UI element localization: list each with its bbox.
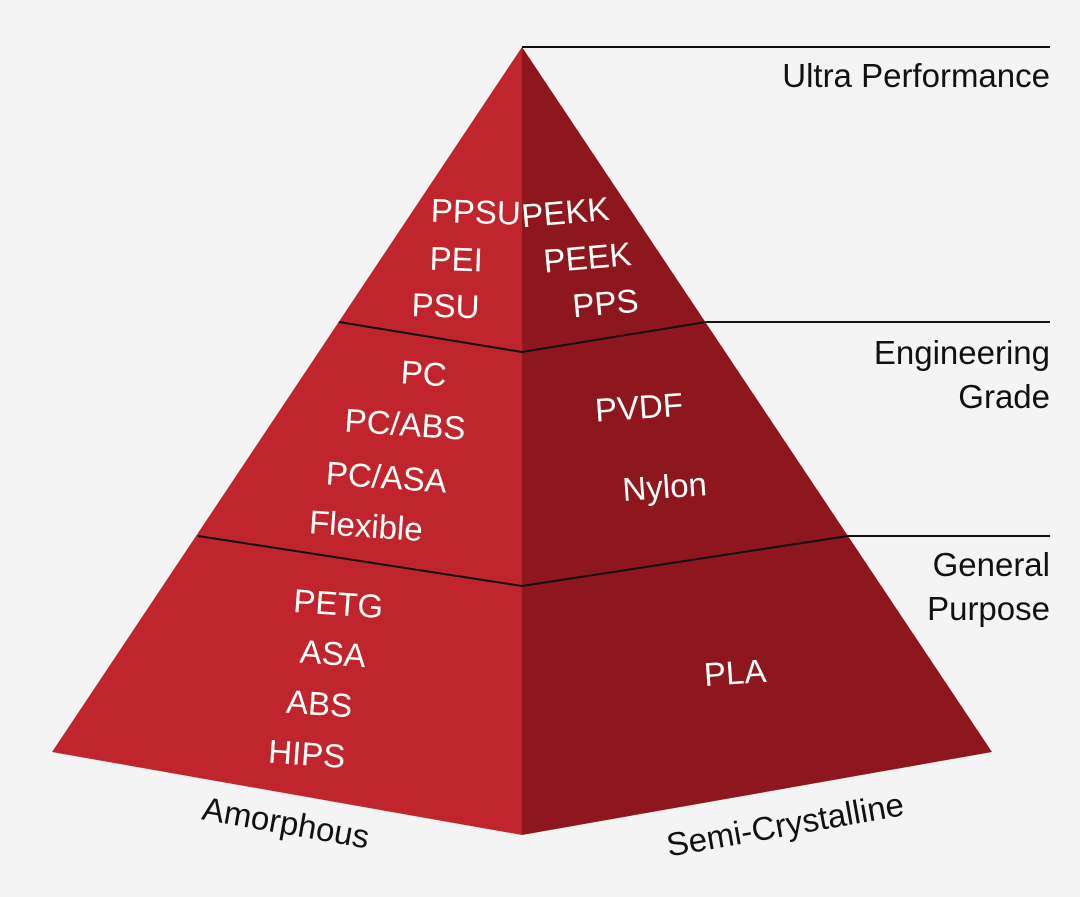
material-pla: PLA [703,652,768,693]
material-psu: PSU [411,286,480,325]
material-hips: HIPS [267,733,346,775]
material-pc: PC [400,353,448,393]
material-nylon: Nylon [621,465,708,508]
material-peek: PEEK [542,235,633,280]
divider-ultra-engineering [338,321,707,354]
tier-label-purpose: Purpose [927,590,1050,627]
material-pc-abs: PC/ABS [344,401,467,446]
tier-label-general: General [933,546,1050,583]
material-pvdf: PVDF [594,386,684,429]
material-pps: PPS [571,282,640,325]
divider-engineering-general [197,535,849,588]
tier-label-engineering: Engineering [874,334,1050,371]
amorphous-face [52,47,522,835]
material-asa: ASA [299,633,367,675]
material-flexible: Flexible [308,503,424,548]
material-pc-asa: PC/ASA [325,454,448,499]
material-ppsu: PPSU [430,192,521,232]
semi-crystalline-face [522,47,992,835]
material-pekk: PEKK [520,190,611,235]
tier-label-ultra-performance: Ultra Performance [782,57,1050,94]
material-abs: ABS [285,683,353,725]
material-petg: PETG [292,582,384,625]
tier-label-grade: Grade [958,378,1050,415]
material-pei: PEI [429,240,483,279]
